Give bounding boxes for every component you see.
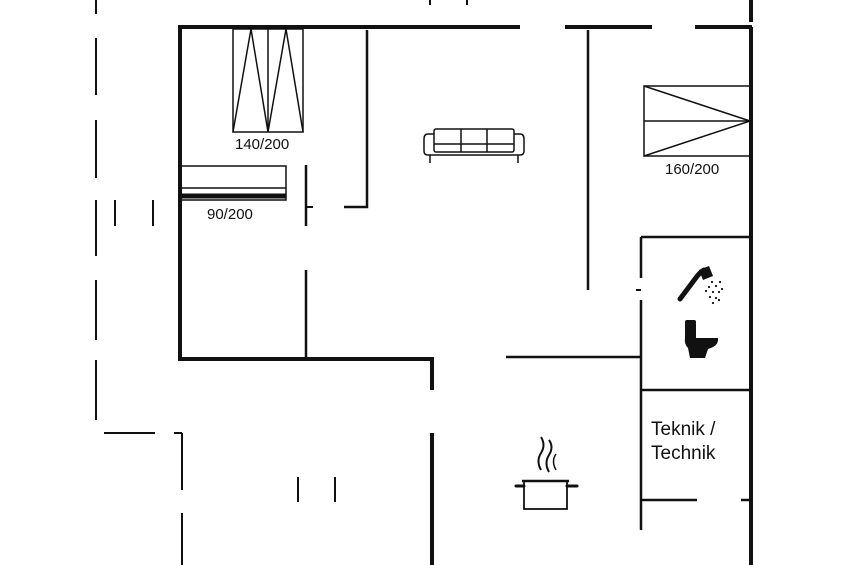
wall-bottom [178, 357, 434, 390]
walls [95, 0, 753, 565]
top-marks [429, 0, 468, 5]
sofa-icon [423, 128, 525, 163]
bed-90-200 [179, 165, 287, 201]
wall-stub [306, 206, 641, 291]
terrace-marks [114, 200, 336, 502]
bed-160-200 [643, 85, 751, 157]
room-label-line2: Technik [651, 443, 716, 464]
wall-bed1 [344, 30, 369, 209]
cooking-pot-icon [514, 436, 579, 510]
room-label-technik: Teknik / Technik [651, 418, 715, 466]
terrace-outline-bottom [104, 432, 183, 565]
bed-size-label-160: 160/200 [665, 161, 720, 178]
toilet-icon [684, 320, 719, 358]
shower-icon [677, 266, 724, 305]
bed-140-200 [232, 28, 304, 133]
room-label-line1: Teknik / [651, 419, 716, 440]
bed-size-label-90: 90/200 [207, 206, 253, 223]
bed-size-label-140: 140/200 [235, 136, 290, 153]
